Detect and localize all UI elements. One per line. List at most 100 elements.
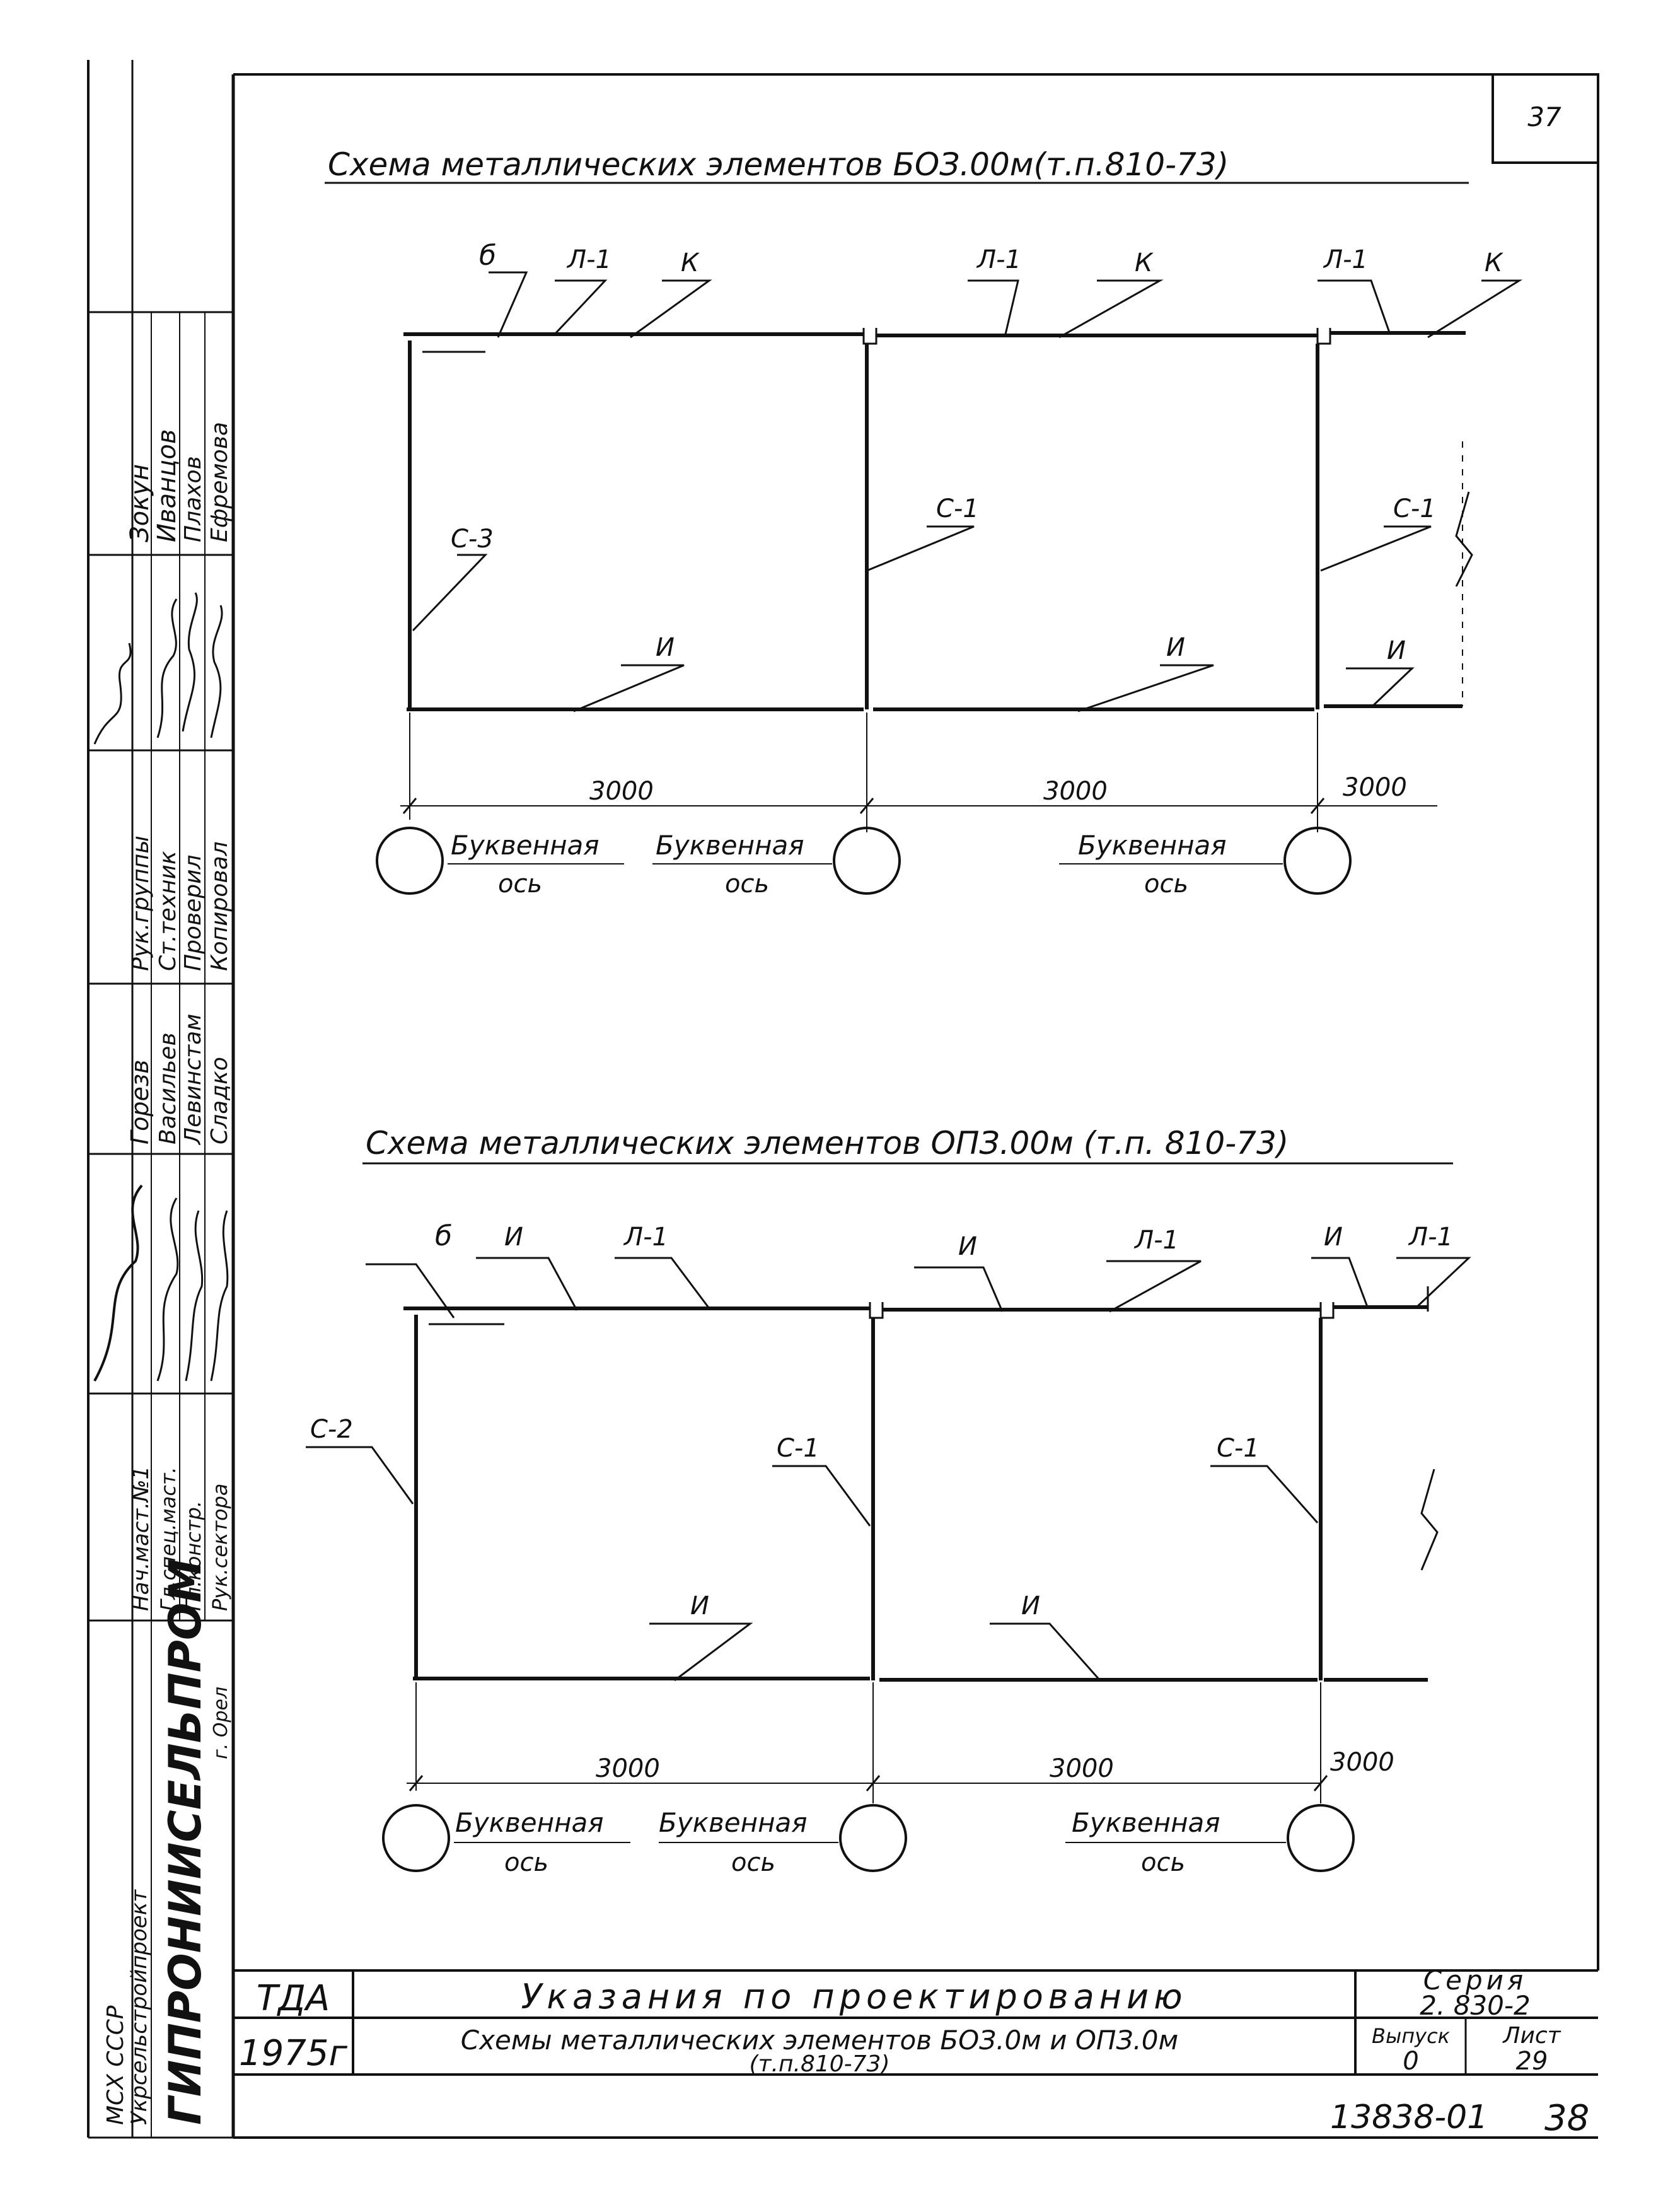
stamp-role: Копировал	[207, 841, 233, 971]
label-b: б	[435, 1220, 452, 1252]
label-l1: Л-1	[976, 245, 1021, 274]
axis-label-bottom: ось	[725, 870, 769, 899]
label-l1: Л-1	[1133, 1226, 1179, 1255]
label-c1: С-1	[1393, 494, 1436, 523]
series-label: Серия	[1423, 1965, 1527, 1996]
stamp-name: Иванцов	[153, 429, 182, 542]
page-number-box: 37	[1492, 73, 1599, 164]
label-l1: Л-1	[623, 1223, 668, 1252]
label-l1: Л-1	[1323, 245, 1368, 274]
dimension-label: 3000	[1330, 1748, 1394, 1777]
top-schema-title: Схема металлических элементов БОЗ.00м(т.…	[328, 146, 1229, 183]
label-k: К	[1485, 248, 1503, 277]
axis-label-top: Буквенная	[451, 830, 600, 861]
axis-label-bottom: ось	[1141, 1848, 1185, 1877]
dimension-label: 3000	[1343, 773, 1407, 802]
stamp-role: Проверил	[180, 854, 206, 971]
stamp-role: Нач.маст.№1	[129, 1466, 154, 1611]
label-c1: С-1	[936, 494, 979, 523]
stamp-name: Ефремова	[207, 422, 233, 542]
label-i: И	[690, 1592, 709, 1621]
axis-label-top: Буквенная	[656, 830, 804, 861]
label-i: И	[656, 633, 675, 662]
issue-value: 0	[1403, 2047, 1418, 2076]
axis-label-bottom: ось	[731, 1848, 775, 1877]
label-l1: Л-1	[566, 245, 611, 274]
stamp-org-city: г. Орел	[210, 1687, 232, 1759]
label-i: И	[1021, 1592, 1040, 1621]
axis-bubble	[1287, 1804, 1355, 1872]
stamp-role: Рук.группы	[128, 835, 154, 971]
stamp-name: Сладко	[207, 1057, 233, 1144]
signature-mark	[156, 1197, 179, 1382]
title-block-year: 1975г	[239, 2033, 348, 2074]
axis-label-bottom: ось	[498, 870, 542, 899]
stamp-org-main: ГИПРОНИИСЕЛЬПРОМ	[159, 1559, 211, 2125]
signature-mark	[182, 592, 198, 732]
axis-label-bottom: ось	[1144, 870, 1188, 899]
title-block-subtitle-2: (т.п.810-73)	[750, 2051, 890, 2077]
label-i: И	[504, 1223, 523, 1252]
label-c1: С-1	[1217, 1434, 1260, 1463]
axis-bubble	[382, 1804, 450, 1872]
bottom-schema-title: Схема металлических элементов ОПЗ.00м (т…	[366, 1125, 1289, 1161]
label-c3: С-3	[451, 525, 494, 554]
stamp-name: Левинстам	[180, 1014, 206, 1146]
sheet-label: Лист	[1502, 2023, 1561, 2049]
side-stamp: Зокун Иванцов Плахов Ефремова Рук.группы…	[88, 311, 233, 2138]
signature-mark	[93, 643, 132, 745]
label-c1: С-1	[777, 1434, 820, 1463]
label-k: К	[681, 248, 700, 277]
signature-mark	[185, 1210, 204, 1382]
title-block-code: ТДА	[257, 1978, 330, 2019]
title-block: ТДА 1975г Указания по проектированию Схе…	[233, 1965, 1598, 2077]
label-c2: С-2	[310, 1415, 353, 1444]
axis-label-top: Буквенная	[659, 1807, 808, 1838]
bottom-schema: Схема металлических элементов ОПЗ.00м (т…	[306, 1125, 1471, 1877]
stamp-role: Ст.техник	[155, 851, 181, 971]
axis-label-top: Буквенная	[455, 1807, 604, 1838]
series-value: 2. 830-2	[1420, 1990, 1530, 2021]
signature-mark	[210, 605, 223, 738]
stamp-org: МСХ СССР	[103, 2005, 129, 2125]
axis-bubble	[376, 827, 444, 895]
archive-page: 38	[1544, 2098, 1589, 2139]
page-number: 37	[1527, 102, 1561, 132]
stamp-org: Укрсельстройпроект	[127, 1889, 152, 2125]
signature-mark	[156, 598, 178, 738]
signature-mark	[93, 1184, 143, 1382]
stamp-name: Васильев	[155, 1032, 181, 1144]
dimension-label: 3000	[1043, 777, 1108, 806]
label-b: б	[479, 240, 496, 272]
dimension-label: 3000	[589, 777, 654, 806]
axis-bubble	[833, 827, 901, 895]
stamp-role: Гл.спец.маст.	[156, 1467, 180, 1611]
stamp-role: Гл.констр.	[182, 1501, 206, 1611]
stamp-role: Рук.сектора	[208, 1484, 232, 1611]
label-k: К	[1135, 248, 1154, 277]
label-i: И	[1324, 1223, 1343, 1252]
dimension-label: 3000	[1050, 1754, 1114, 1783]
sheet-value: 29	[1516, 2047, 1548, 2076]
signature-mark	[210, 1210, 229, 1382]
stamp-name: Горезв	[126, 1059, 154, 1144]
dimension-label: 3000	[596, 1754, 660, 1783]
issue-label: Выпуск	[1372, 2024, 1451, 2048]
title-block-subtitle: Схемы металлических элементов БОЗ.0м и О…	[461, 2025, 1178, 2056]
stamp-name: Плахов	[180, 456, 206, 542]
sheet-frame	[87, 60, 1599, 2139]
axis-label-bottom: ось	[504, 1848, 548, 1877]
label-l1: Л-1	[1408, 1223, 1453, 1252]
label-i: И	[1387, 636, 1406, 665]
axis-bubble	[839, 1804, 907, 1872]
top-schema: Схема металлических элементов БОЗ.00м(т.…	[325, 146, 1523, 899]
archive-number: 13838-01	[1330, 2098, 1488, 2136]
axis-label-top: Буквенная	[1072, 1807, 1220, 1838]
label-i: И	[1166, 633, 1185, 662]
title-block-title: Указания по проектированию	[521, 1977, 1187, 2017]
axis-bubble	[1283, 827, 1352, 895]
label-i: И	[958, 1232, 977, 1261]
stamp-name: Зокун	[125, 464, 154, 542]
axis-label-top: Буквенная	[1078, 830, 1227, 861]
